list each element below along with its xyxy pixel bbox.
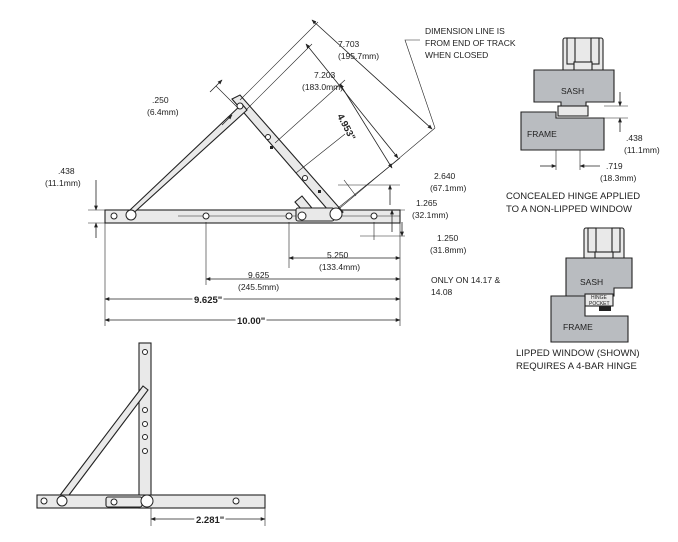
sash-label: SASH	[561, 86, 584, 96]
label-9625-mm: (245.5mm)	[238, 282, 279, 292]
lipped-caption-2: REQUIRES A 4-BAR HINGE	[516, 361, 637, 372]
note-line-2: FROM END OF TRACK	[425, 38, 516, 48]
concealed-hinge-strip	[557, 105, 589, 117]
rivet	[285, 212, 293, 220]
arm-rivet	[265, 134, 271, 140]
dim-line-7203	[305, 43, 399, 159]
label-1250-mm: (31.8mm)	[430, 245, 467, 255]
arm-rivet	[302, 175, 308, 181]
lipped-window-detail: SASH HINGE POCKET FRAME LIPPED WINDOW (S…	[516, 227, 640, 372]
label-5250: 5.250	[327, 250, 349, 260]
label-9625: 9.625	[248, 270, 270, 280]
label-10-in: 10.00"	[237, 316, 265, 327]
label-7703-mm: (195.7mm)	[338, 51, 379, 61]
note-leader	[404, 39, 436, 129]
lipped-caption-1: LIPPED WINDOW (SHOWN)	[516, 348, 640, 359]
label-9625-in: 9.625"	[194, 295, 222, 306]
label-719-mm: (18.3mm)	[600, 173, 637, 183]
pocket-label-2: POCKET	[589, 301, 610, 307]
open-hinge-view: 7.703 (195.7mm) 7.203 (183.0mm) 4.953" .…	[45, 19, 516, 329]
label-7703: 7.703	[338, 39, 360, 49]
label-438-mm: (11.1mm)	[45, 178, 81, 188]
lipped-frame-block	[550, 295, 629, 343]
arm-rivet	[236, 102, 244, 110]
rivet	[297, 211, 307, 221]
label-1265-mm: (32.1mm)	[412, 210, 449, 220]
label-438-detail-mm: (11.1mm)	[624, 145, 660, 155]
note-line-3: WHEN CLOSED	[425, 50, 488, 60]
sash-arm	[231, 94, 344, 219]
label-2281: 2.281"	[196, 515, 224, 526]
note-line-1: DIMENSION LINE IS	[425, 26, 505, 36]
label-7203: 7.203	[314, 70, 336, 80]
lipped-frame-label: FRAME	[563, 322, 593, 332]
arm-slot	[318, 190, 321, 193]
label-250: .250	[152, 95, 169, 105]
frame-label: FRAME	[527, 129, 557, 139]
support-arm	[127, 103, 248, 220]
label-719: .719	[606, 161, 623, 171]
concealed-caption-2: TO A NON-LIPPED WINDOW	[506, 204, 632, 215]
label-1250: 1.250	[437, 233, 459, 243]
pivot-rivet	[329, 207, 343, 221]
label-1265: 1.265	[416, 198, 438, 208]
label-438: .438	[58, 166, 75, 176]
dim-line-4953	[339, 83, 393, 169]
closed-hinge-view: 2.281"	[36, 342, 266, 528]
concealed-caption-1: CONCEALED HINGE APPLIED	[506, 191, 640, 202]
label-5250-mm: (133.4mm)	[319, 262, 360, 272]
label-4953: 4.953"	[334, 112, 357, 142]
hinge-track	[104, 209, 401, 224]
concealed-hinge-detail: SASH FRAME .438 (11.1mm) .719 (18.3mm) C…	[506, 37, 660, 215]
pocket-label-1: HINGE	[591, 295, 608, 301]
arm-slot	[270, 146, 273, 149]
closed-diagonal-arm	[57, 385, 149, 504]
label-2640: 2.640	[434, 171, 456, 181]
rivet	[370, 212, 378, 220]
label-2640-mm: (67.1mm)	[430, 183, 467, 193]
pivot-rivet	[125, 209, 137, 221]
label-438-detail: .438	[626, 133, 643, 143]
label-7203-mm: (183.0mm)	[302, 82, 343, 92]
label-250-mm: (6.4mm)	[147, 107, 179, 117]
label-only-on-1: ONLY ON 14.17 &	[431, 275, 500, 285]
rivet	[202, 212, 210, 220]
label-only-on-2: 14.08	[431, 287, 453, 297]
lipped-sash-label: SASH	[580, 277, 603, 287]
rivet	[110, 212, 118, 220]
